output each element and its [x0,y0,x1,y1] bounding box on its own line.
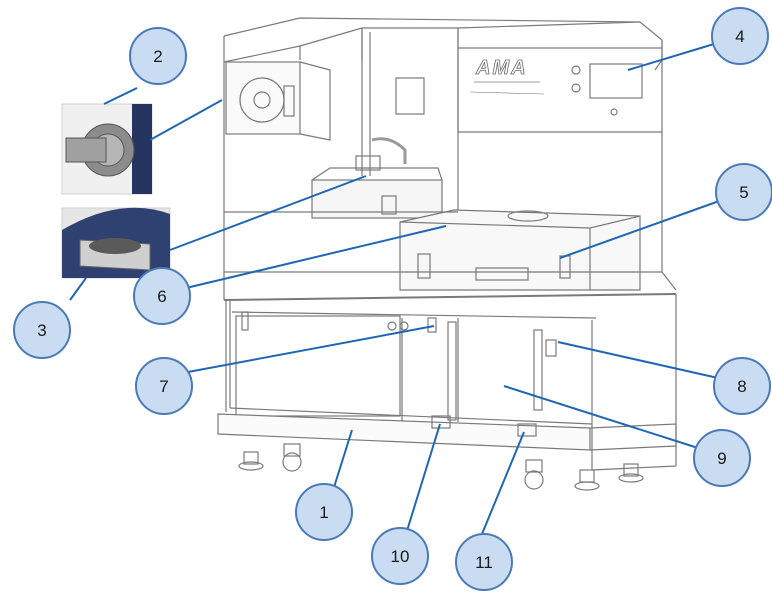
left-tower [223,27,363,272]
callout-1: 1 [295,483,353,541]
feet [238,443,644,491]
drain-valve-right [517,423,537,437]
svg-text:4: 4 [735,27,744,46]
callout-2: 2 [129,27,187,85]
svg-text:3: 3 [37,321,46,340]
leader-2 [103,87,138,105]
leader-11 [481,431,525,535]
callout-11: 11 [455,533,513,591]
right-module [399,209,641,291]
svg-text:11: 11 [475,553,493,572]
svg-text:2: 2 [153,47,162,66]
callout-8: 8 [713,357,771,415]
callout-3: 3 [13,301,71,359]
leader-5 [559,199,723,259]
svg-text:9: 9 [717,449,726,468]
svg-text:1: 1 [319,503,328,522]
drain-valve-left [431,415,451,429]
callout-5: 5 [715,163,772,221]
callout-4: 4 [711,7,769,65]
instrument-drawing: AMA [217,17,677,491]
drain-tube-left [447,321,457,421]
svg-text:5: 5 [739,183,748,202]
upper-cabinet-top [223,17,663,71]
lower-cabinet [225,294,677,471]
svg-text:7: 7 [159,377,168,396]
right-console [457,21,663,133]
leader-3-tower [169,175,367,251]
display-screen [589,63,643,99]
leader-lines [69,43,723,535]
svg-text:6: 6 [157,287,166,306]
leader-9 [503,385,699,449]
callout-6: 6 [133,267,191,325]
leader-8 [557,341,719,379]
callout-7: 7 [135,357,193,415]
inset-photo-2 [61,103,153,195]
leader-10 [405,423,441,535]
callouts: 2 3 4 5 6 7 8 9 [13,7,772,591]
drain-tube-right [533,329,543,411]
callout-9: 9 [693,429,751,487]
autosampler-box [225,61,301,135]
mid-frame [223,132,677,300]
inset-photo-3 [61,207,171,279]
brand-logo: AMA [475,57,528,79]
svg-text:8: 8 [737,377,746,396]
svg-text:10: 10 [391,547,410,566]
leader-3 [69,277,87,301]
leader-2-tower [149,99,223,141]
leader-4 [627,43,715,71]
callout-10: 10 [371,527,429,585]
leader-6 [185,225,447,289]
base-frame [217,413,591,451]
leader-7 [187,325,435,373]
